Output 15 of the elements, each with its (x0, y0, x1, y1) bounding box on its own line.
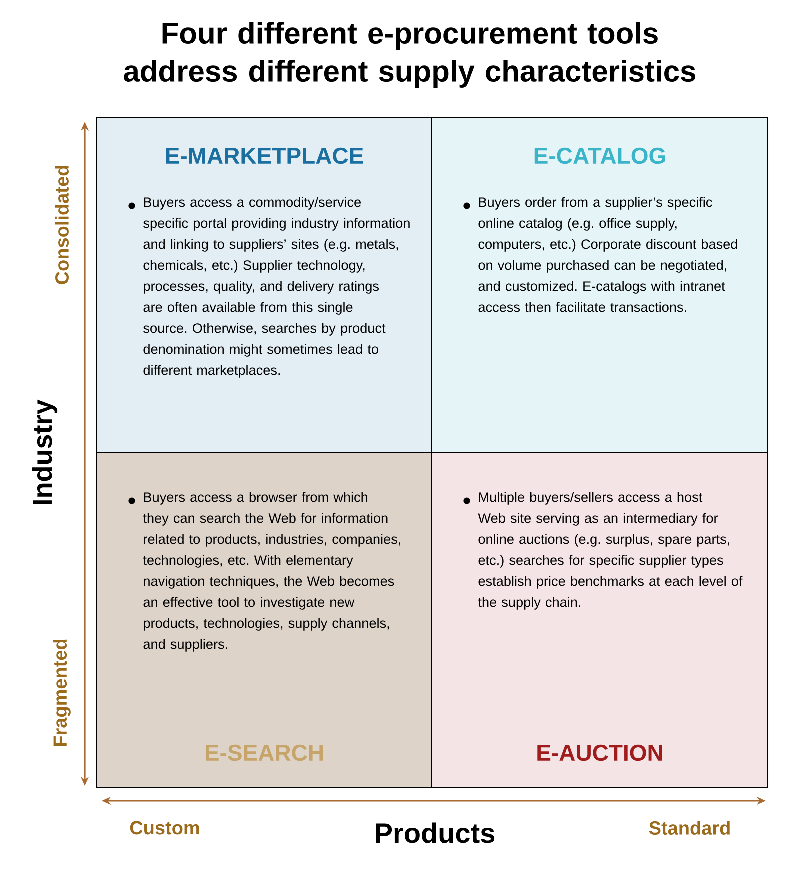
axis-end-label: Consolidated (55, 166, 69, 284)
quadrant-heading: E-AUCTION (538, 744, 662, 762)
title: Four different e-procurement tools address different supply characteristics (124, 22, 696, 88)
description-text: Buyers order from a supplier’s specific online catalog (e.g. office supply, computers, etc.) Corporate discount based on volume purchased can be negotiated, and customized. E-catalogs with intranet access then facilitate transactions. (478, 197, 738, 312)
quadrant-heading: E-MARKETPLACE (166, 148, 364, 164)
quadrant-heading: E-CATALOG (534, 148, 666, 164)
axis-end-label: Standard (649, 821, 730, 835)
quadrant-heading: E-SEARCH (206, 744, 323, 762)
description-text: Buyers access a commodity/service specific portal providing industry information and linking to suppliers’ sites (e.g. metals, chemicals, etc.) Supplier technology, processes, quality, and delivery ratings are often available from this single source. Otherwise, searches by product denomination might sometimes lead to different marketplaces. (144, 197, 410, 378)
axis-end-label: Fragmented (53, 640, 71, 746)
axis-title: Industry (32, 400, 58, 504)
axis-end-label: Custom (130, 821, 200, 835)
axis-title: Products (376, 822, 495, 844)
description-text: Multiple buyers/sellers access a host Web site serving as an intermediary for online auctions (e.g. surplus, spare parts, etc.) searches for specific supplier types establish price benchmarks at each level of the supply chain. (478, 492, 743, 610)
description-text: Buyers access a browser from which they can search the Web for information related to products, industries, companies, technologies, etc. With elementary navigation techniques, the Web becomes an effective tool to investigate new products, technologies, supply channels, and suppliers. (143, 492, 400, 652)
